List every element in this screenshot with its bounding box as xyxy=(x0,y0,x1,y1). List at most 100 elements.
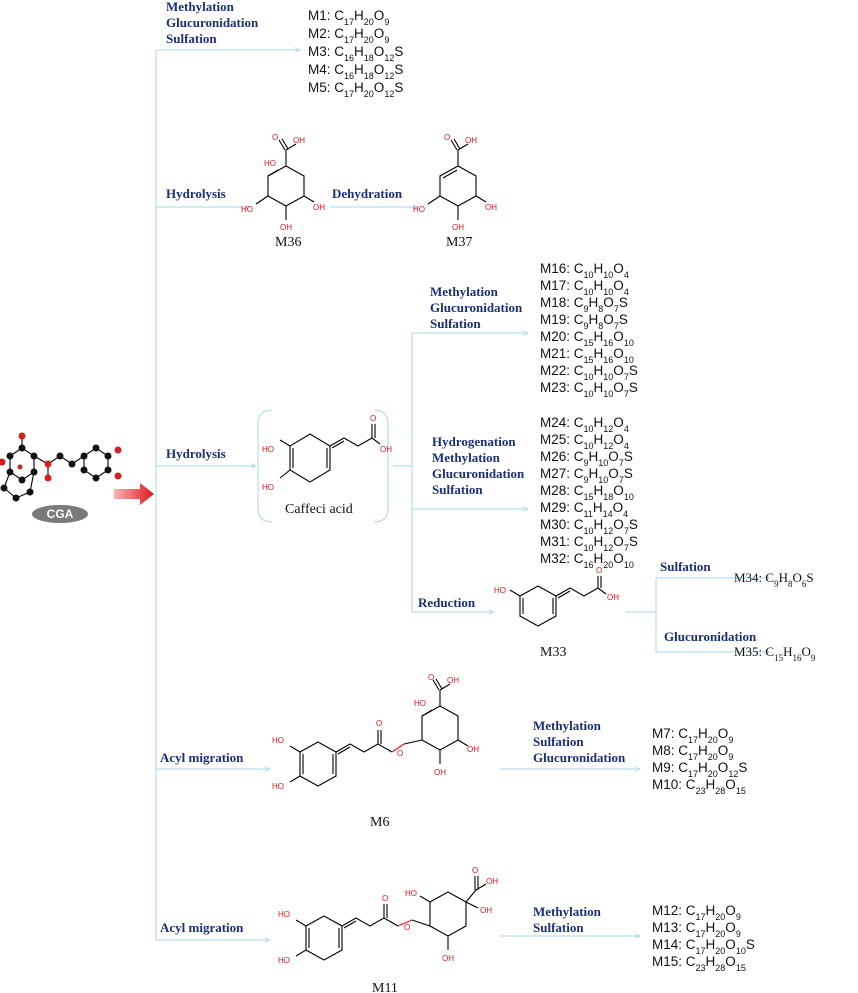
m11-oh-5: OH xyxy=(480,906,492,915)
m35-entry: M35: C15H16O9 xyxy=(734,644,816,663)
b5-next-reaction-2: Sulfation xyxy=(533,920,584,935)
metabolite-m12: M12: C17H20O9 xyxy=(652,903,741,922)
m36-oh-1: HO xyxy=(264,159,276,168)
caffeic-cooh: OH xyxy=(380,445,392,454)
caffeic-ho-1: HO xyxy=(262,445,274,454)
m6-oh-5: OH xyxy=(467,745,479,754)
m6-carbonyl-o: O xyxy=(376,719,382,728)
metabolite-m31: M31: C10H12O7S xyxy=(540,534,638,553)
m11-oh-4: OH xyxy=(442,954,454,963)
caffeic-acid-label: Caffeci acid xyxy=(285,502,353,517)
metabolite-m4: M4: C16H18O12S xyxy=(308,62,403,81)
m36-oh-3: OH xyxy=(280,223,292,232)
m37-cooh: OH xyxy=(465,136,477,145)
source-arrow xyxy=(114,483,154,505)
cga-label: CGA xyxy=(47,507,74,521)
cga-badge: CGA xyxy=(32,505,88,523)
m36-oh-2: HO xyxy=(241,205,253,214)
b4-reaction: Acyl migration xyxy=(160,750,244,765)
caffeic-ho-2: HO xyxy=(262,483,274,492)
caffeic-acid-structure: HO HO O OH xyxy=(262,414,392,492)
m33-ho: HO xyxy=(494,586,506,595)
m33-label: M33 xyxy=(540,645,566,660)
m36-cooh: OH xyxy=(293,136,305,145)
b3s2-reaction-2: Methylation xyxy=(432,450,501,465)
m34-reaction: Sulfation xyxy=(660,559,711,574)
m33-carbonyl-o: O xyxy=(596,566,602,575)
b3s1-reaction-2: Glucuronidation xyxy=(430,300,523,315)
m34-entry: M34: C9H8O6S xyxy=(734,570,814,589)
m35-reaction: Glucuronidation xyxy=(664,629,757,644)
metabolite-m34: M34: C9H8O6S xyxy=(734,570,814,589)
cga-molecule xyxy=(0,432,122,502)
metabolite-m2: M2: C17H20O9 xyxy=(308,26,389,45)
m33-structure: HO O OH xyxy=(494,566,619,627)
m6-structure: HO HO O O OH O HO OH OH xyxy=(272,673,479,791)
metabolite-m21: M21: C15H16O10 xyxy=(540,346,634,365)
metabolite-m30: M30: C10H12O7S xyxy=(540,517,638,536)
metabolite-m9: M9: C17H20O12S xyxy=(652,760,747,779)
m37-oh-1: HO xyxy=(413,205,425,214)
b3-reaction: Hydrolysis xyxy=(166,446,226,461)
m37-oh-3: OH xyxy=(485,203,497,212)
m6-ho-3: HO xyxy=(414,699,426,708)
metabolite-m13: M13: C17H20O9 xyxy=(652,920,741,939)
metabolite-m10: M10: C23H28O15 xyxy=(652,777,746,796)
metabolite-m14: M14: C17H20O10S xyxy=(652,937,755,956)
b1-reaction-1: Methylation xyxy=(166,0,235,14)
m36-label: M36 xyxy=(275,235,301,250)
m11-ho-1: HO xyxy=(278,910,290,919)
b4-next-reaction-3: Glucuronidation xyxy=(533,750,626,765)
b1-reaction-2: Glucuronidation xyxy=(166,15,259,30)
metabolite-m35: M35: C15H16O9 xyxy=(734,644,816,663)
b3s2-reaction-1: Hydrogenation xyxy=(432,434,516,449)
m6-ester-o: O xyxy=(397,749,403,758)
m6-cooh: OH xyxy=(447,676,459,685)
metabolite-m16: M16: C10H10O4 xyxy=(540,261,629,280)
b3s3-reaction: Reduction xyxy=(418,595,476,610)
m11-cooh: OH xyxy=(486,877,498,886)
m11-label: M11 xyxy=(372,981,398,993)
b2-next-reaction: Dehydration xyxy=(332,186,403,201)
metabolite-m17: M17: C10H10O4 xyxy=(540,278,629,297)
metabolite-m5: M5: C17H20O12S xyxy=(308,80,403,99)
b3s1-reaction-3: Sulfation xyxy=(430,316,481,331)
b4-next-reaction-2: Sulfation xyxy=(533,734,584,749)
m37-oh-2: OH xyxy=(452,223,464,232)
m36-structure: OH O HO HO OH OH xyxy=(241,133,325,232)
caffeic-carbonyl-o: O xyxy=(370,414,376,423)
metabolite-m23: M23: C10H10O7S xyxy=(540,380,638,399)
metabolite-m24: M24: C10H12O4 xyxy=(540,415,629,434)
m37-label: M37 xyxy=(446,235,472,250)
b2-reaction: Hydrolysis xyxy=(166,186,226,201)
metabolite-m32: M32: C16H20O10 xyxy=(540,551,634,570)
b3s2-reaction-4: Sulfation xyxy=(432,482,483,497)
caffeic-bracket-right xyxy=(373,409,389,523)
metabolite-m27: M27: C9H10O7S xyxy=(540,466,633,485)
m6-acid-o: O xyxy=(428,673,434,682)
m6-oh-4: OH xyxy=(434,768,446,777)
m6-ho-1: HO xyxy=(272,736,284,745)
b5-reaction: Acyl migration xyxy=(160,920,244,935)
caffeic-bracket-left xyxy=(257,409,273,523)
m11-acid-o: O xyxy=(472,866,478,875)
b3s1-reaction-1: Methylation xyxy=(430,284,499,299)
metabolite-m18: M18: C9H8O7S xyxy=(540,295,628,314)
metabolite-m22: M22: C10H10O7S xyxy=(540,363,638,382)
b4-next-reaction-1: Methylation xyxy=(533,718,602,733)
metabolite-m29: M29: C11H14O4 xyxy=(540,500,628,519)
m11-ho-2: HO xyxy=(278,956,290,965)
b3s2-reaction-3: Glucuronidation xyxy=(432,466,525,481)
metabolite-m28: M28: C15H18O10 xyxy=(540,483,634,502)
m11-structure: HO HO O O O OH HO OH OH xyxy=(278,866,498,965)
m37-carbonyl-o: O xyxy=(444,133,450,142)
m36-carbonyl-o: O xyxy=(272,133,278,142)
m37-structure: OH O HO OH OH xyxy=(413,133,497,232)
cga-atoms xyxy=(0,432,122,502)
metabolite-m19: M19: C9H8O7S xyxy=(540,312,628,331)
